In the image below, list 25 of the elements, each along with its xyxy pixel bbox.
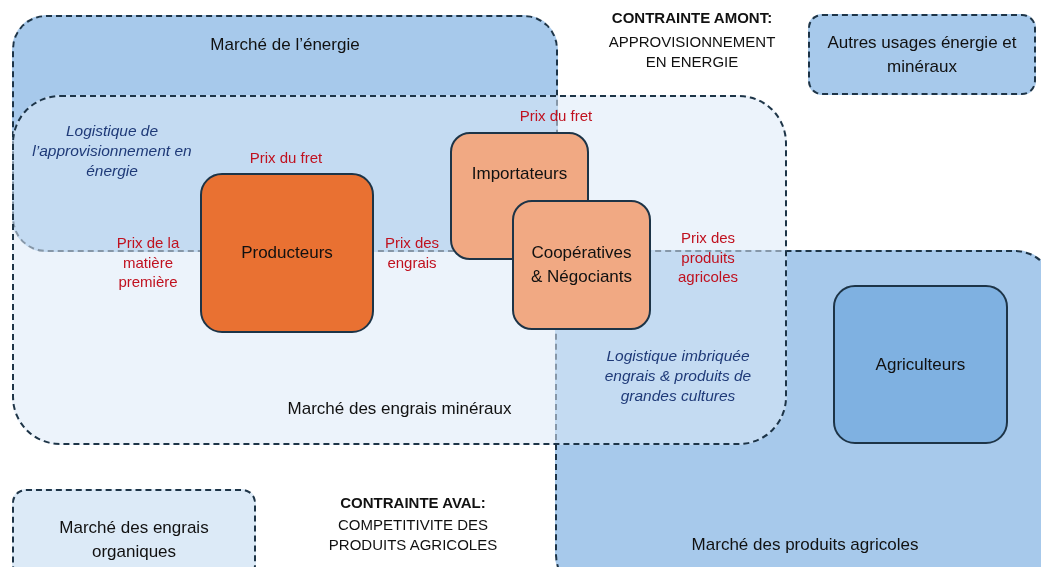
logistics-note: Logistique de l’approvisionnement en énergie [31, 121, 193, 182]
region-title: Marché de l’énergie [209, 34, 361, 56]
logistics-note: Logistique imbriquée engrais & produits de grandes cultures [603, 346, 753, 407]
node-label: Agriculteurs [874, 353, 967, 376]
actor-box [200, 173, 374, 333]
constraint-text: COMPETITIVITE DES PRODUITS AGRICOLES [327, 515, 499, 554]
price-label: Prix des engrais [383, 233, 441, 272]
constraint-heading: CONTRAINTE AVAL: [339, 493, 487, 513]
price-label: Prix des produits agricoles [677, 228, 739, 287]
market-box [12, 489, 256, 567]
constraint-text: APPROVISIONNEMENT EN ENERGIE [607, 32, 777, 71]
region-title: Marché des engrais minéraux [286, 398, 513, 421]
region-title: Marché des produits agricoles [690, 534, 920, 557]
actor-box [512, 200, 651, 330]
price-label: Prix du fret [518, 106, 594, 126]
market-box [808, 14, 1036, 95]
node-label: Producteurs [240, 242, 334, 265]
constraint-heading: CONTRAINTE AMONT: [610, 8, 774, 28]
node-label: Importateurs [470, 163, 569, 185]
node-label: Coopératives & Négociants [529, 242, 634, 288]
actor-box [833, 285, 1008, 444]
node-label: Marché des engrais organiques [58, 517, 210, 563]
price-label: Prix de la matière première [115, 233, 181, 292]
node-label: Autres usages énergie et minéraux [826, 31, 1018, 78]
price-label: Prix du fret [248, 148, 324, 168]
